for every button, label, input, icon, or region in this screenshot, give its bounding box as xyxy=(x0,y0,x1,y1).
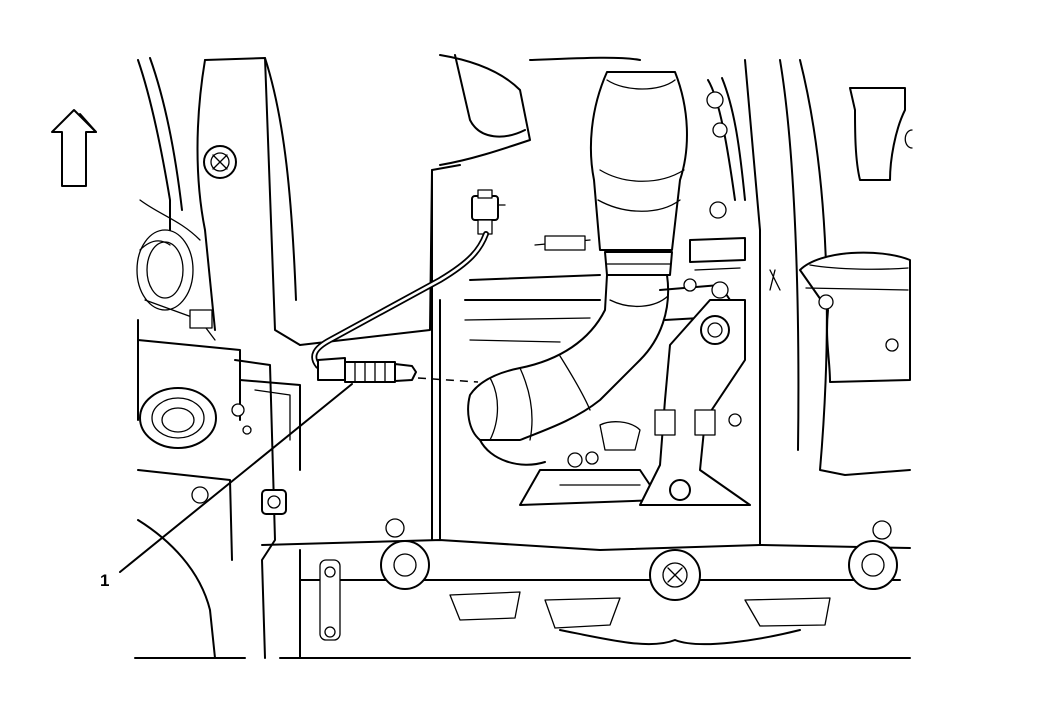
left-body-panel xyxy=(134,57,252,659)
floor-panel-upper xyxy=(299,54,641,541)
rear-crossmember xyxy=(261,518,911,659)
fuel-tank-module xyxy=(799,251,911,383)
callout-label: 1 xyxy=(100,571,109,590)
mount-bracket xyxy=(639,299,751,506)
heated-oxygen-sensor xyxy=(317,357,479,383)
left-frame-rail xyxy=(203,57,301,659)
callout-1: 1 xyxy=(100,383,353,590)
sensor-harness-wire xyxy=(311,231,489,369)
underbody-brackets xyxy=(464,235,746,506)
up-arrow-icon xyxy=(51,109,97,187)
catalytic-converter xyxy=(589,71,688,276)
exhaust-pipe xyxy=(467,274,670,466)
sensor-connector xyxy=(471,189,506,235)
